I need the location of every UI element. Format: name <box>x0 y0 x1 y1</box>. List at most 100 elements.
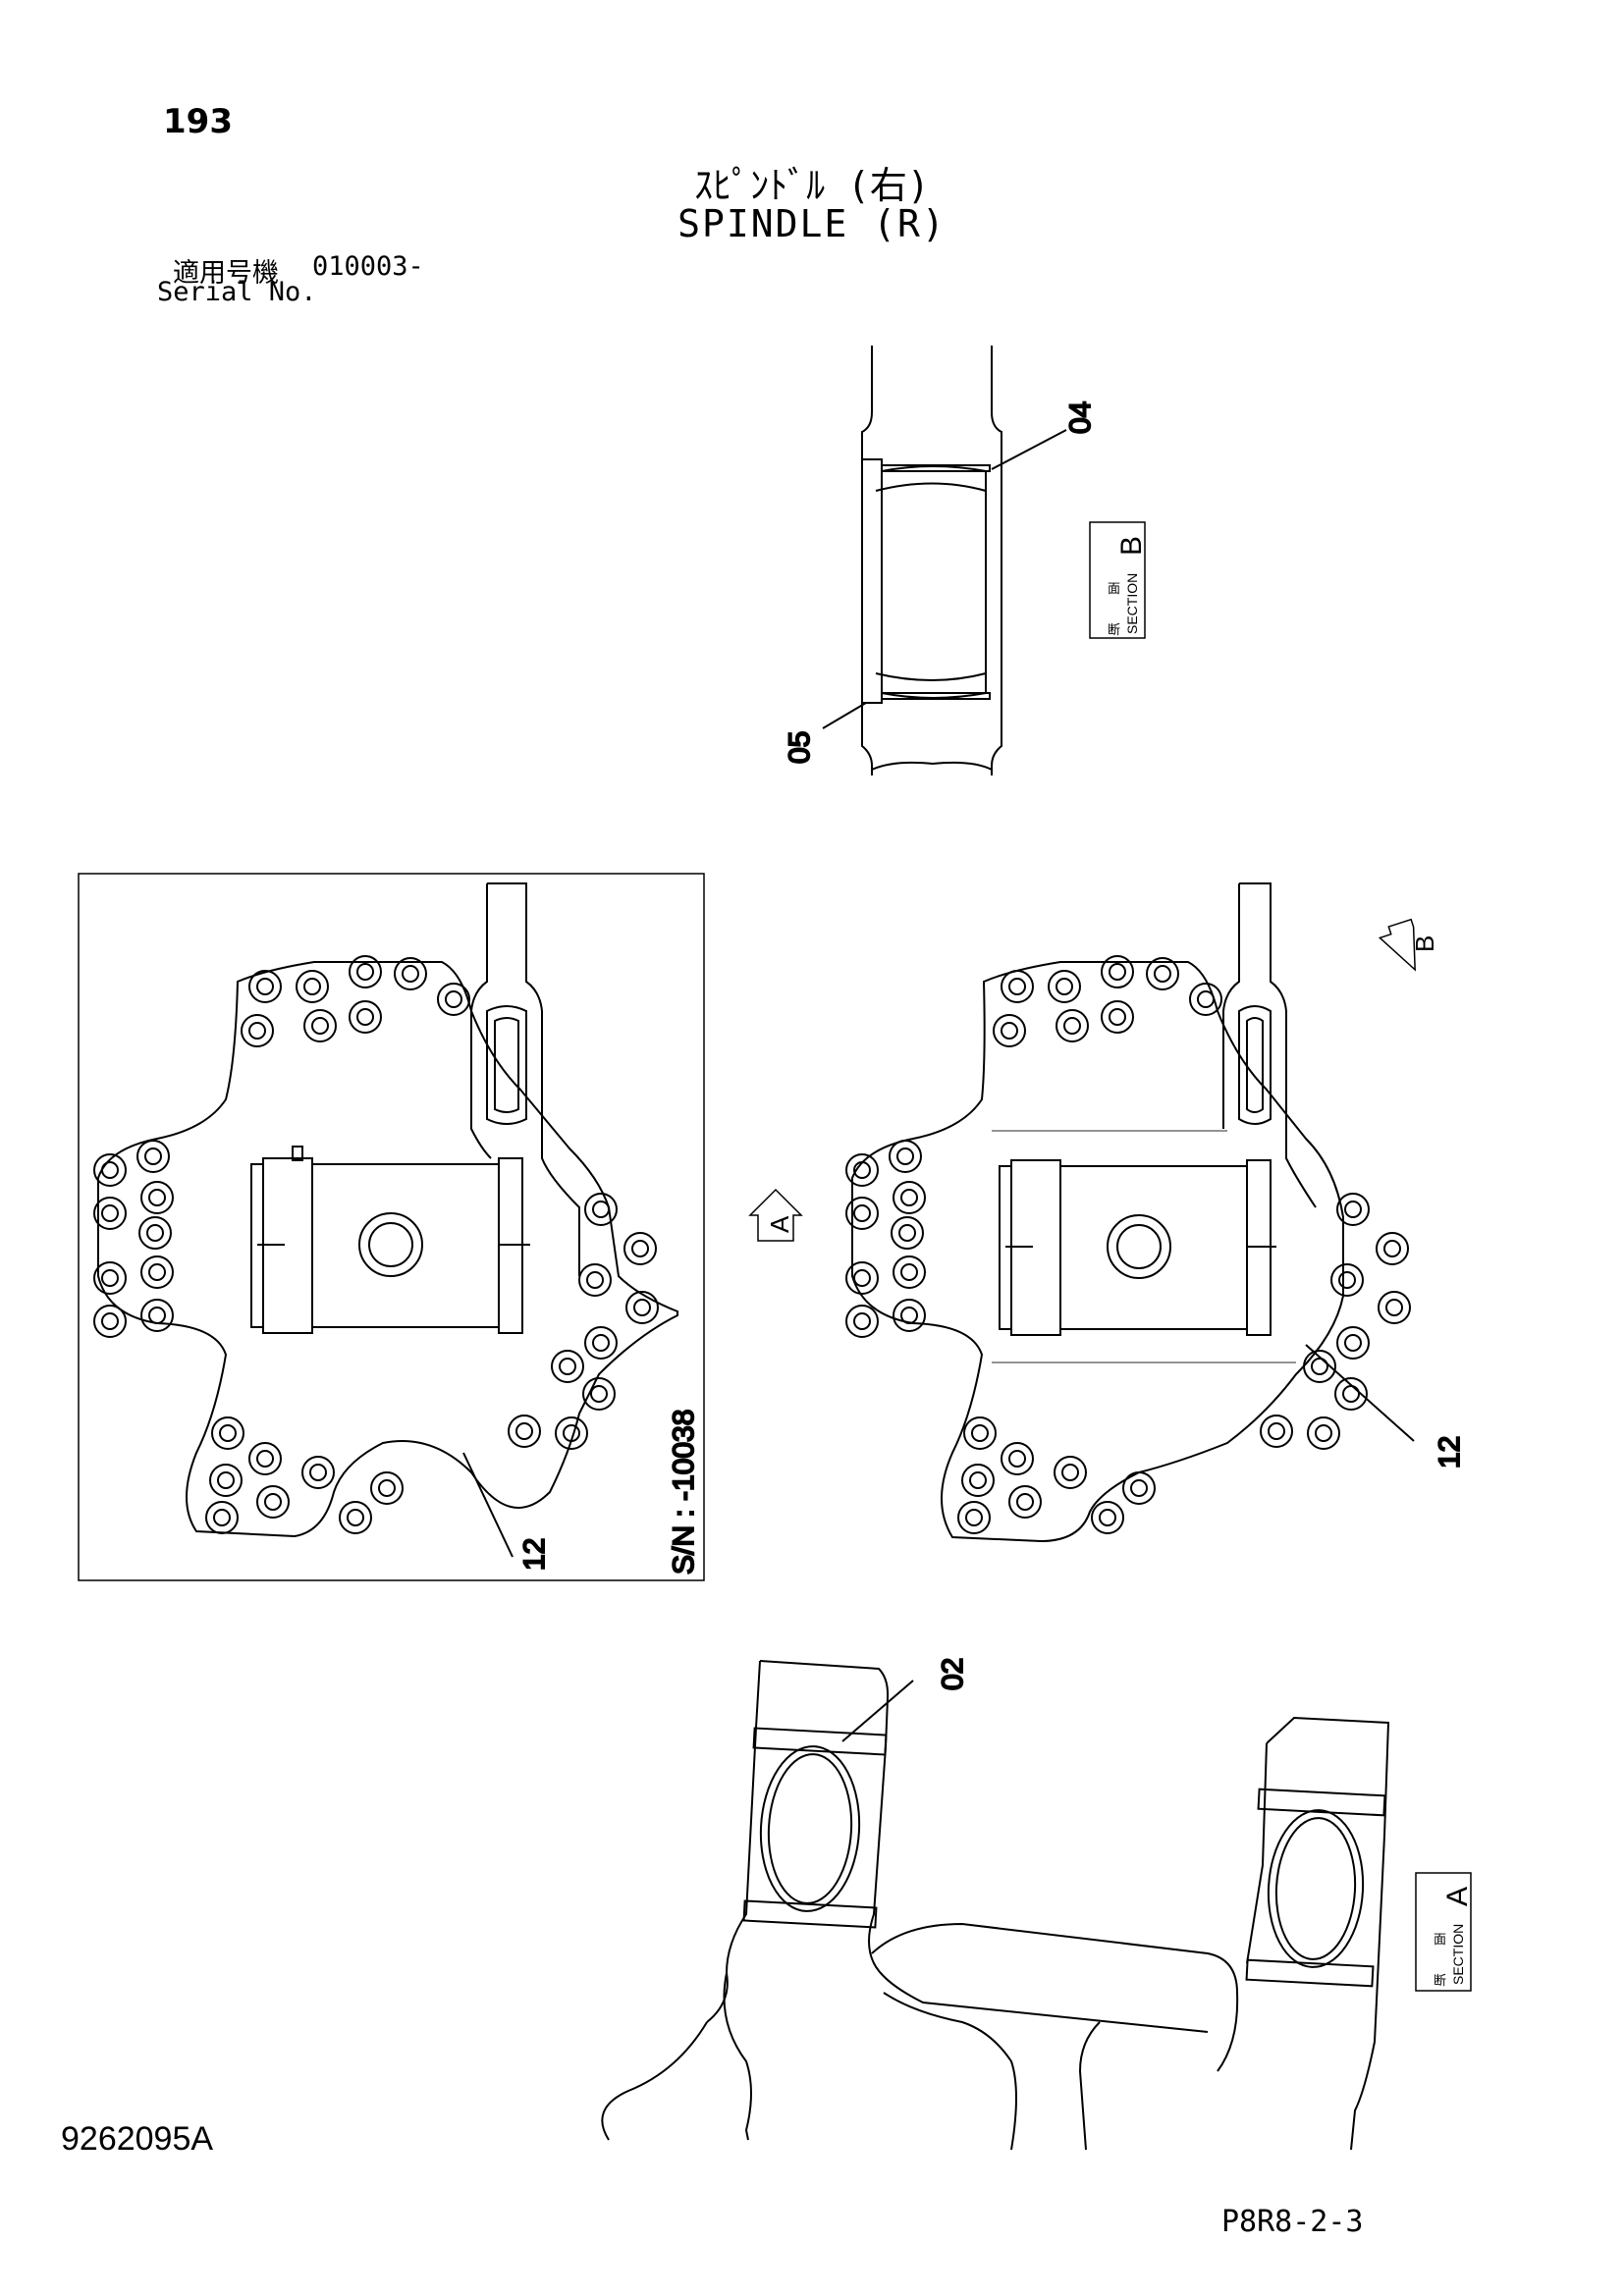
bolt-hole-inner <box>965 1509 983 1526</box>
bolt-hole <box>394 957 427 990</box>
bolt-hole-inner <box>248 1022 266 1040</box>
bolt-hole-inner <box>1056 978 1073 995</box>
bolt-hole <box>349 955 382 988</box>
svg-text:B: B <box>1115 536 1148 556</box>
bolt-hole <box>93 1305 127 1338</box>
bolt-hole-inner <box>101 1312 119 1330</box>
bolt-hole <box>1189 983 1222 1016</box>
bolt-hole-inner <box>1383 1240 1401 1257</box>
callout-12-left: 12 <box>518 1538 551 1571</box>
bolt-hole <box>551 1350 584 1383</box>
bolt-hole <box>241 1014 274 1047</box>
title-japanese: ｽﾋﾟﾝﾄﾞﾙ (右) <box>694 164 930 207</box>
inset-serial-note: S/N : -10038 <box>668 1410 700 1575</box>
bolt-hole-inner <box>148 1263 166 1281</box>
bolt-hole-inner <box>256 978 274 995</box>
bolt-hole-inner <box>445 990 462 1008</box>
bolt-hole <box>1336 1326 1370 1360</box>
bolt-hole <box>339 1501 372 1534</box>
bolt-hole-inner <box>213 1509 231 1526</box>
bolt-hole <box>1334 1377 1368 1411</box>
bolt-hole <box>623 1232 657 1265</box>
bolt-hole-inner <box>900 1307 918 1324</box>
svg-text:A: A <box>765 1215 794 1233</box>
bolt-hole <box>845 1153 879 1187</box>
bolt-hole-inner <box>1008 978 1026 995</box>
view-arrow-a: A <box>748 1188 803 1242</box>
bolt-hole <box>578 1263 612 1297</box>
bolt-hole-inner <box>1109 963 1126 981</box>
bolt-hole-inner <box>1109 1008 1126 1026</box>
bolt-hole-inner <box>559 1358 576 1375</box>
bolt-hole <box>893 1255 926 1289</box>
bolt-hole <box>248 970 282 1003</box>
bolt-hole <box>209 1464 243 1497</box>
bolt-hole <box>957 1501 991 1534</box>
bolt-hole-inner <box>347 1509 364 1526</box>
svg-text:B: B <box>1410 935 1439 952</box>
bolt-hole-inner <box>1001 1022 1018 1040</box>
bolt-hole <box>1001 970 1034 1003</box>
bolt-hole-inner <box>303 978 321 995</box>
bolt-hole-inner <box>1099 1509 1116 1526</box>
bolt-hole-inner <box>1197 990 1215 1008</box>
bolt-hole <box>1303 1350 1336 1383</box>
inset-frame <box>78 873 705 1581</box>
callout-04: 04 <box>1064 401 1097 434</box>
bolt-hole-inner <box>144 1148 162 1165</box>
bolt-hole <box>963 1416 997 1450</box>
bolt-hole-inner <box>1008 1450 1026 1468</box>
bolt-hole-inner <box>853 1204 871 1222</box>
bolt-hole <box>555 1416 588 1450</box>
bolt-hole-inner <box>356 1008 374 1026</box>
bolt-hole <box>889 1140 922 1173</box>
svg-text:面: 面 <box>1434 1932 1446 1947</box>
bolt-holes <box>93 955 1411 1534</box>
bolt-hole-inner <box>146 1224 164 1242</box>
callout-02: 02 <box>937 1658 969 1690</box>
bolt-hole-inner <box>1344 1334 1362 1352</box>
bolt-hole <box>256 1485 290 1519</box>
bolt-hole-inner <box>900 1263 918 1281</box>
serial-label-japanese: 適用号機 <box>173 258 279 289</box>
bolt-hole <box>1001 1442 1034 1475</box>
bolt-hole <box>993 1014 1026 1047</box>
bolt-hole-inner <box>1016 1493 1034 1511</box>
bolt-hole-inner <box>148 1307 166 1324</box>
bolt-hole <box>1260 1415 1293 1448</box>
title-english: SPINDLE (R) <box>677 202 947 245</box>
drawing-code: 9262095A <box>61 2120 214 2158</box>
bolt-hole-inner <box>563 1424 580 1442</box>
svg-text:断: 断 <box>1108 622 1120 637</box>
bolt-hole <box>584 1326 618 1360</box>
bolt-hole-inner <box>592 1201 610 1218</box>
serial-label-english: Serial No. <box>157 277 317 307</box>
bolt-hole <box>93 1261 127 1295</box>
bolt-hole-inner <box>219 1424 237 1442</box>
bolt-hole <box>1056 1009 1089 1042</box>
bolt-hole <box>140 1255 174 1289</box>
bolt-hole-inner <box>896 1148 914 1165</box>
bolt-hole <box>248 1442 282 1475</box>
bolt-hole <box>1146 957 1179 990</box>
bolt-hole-inner <box>853 1161 871 1179</box>
bolt-hole-inner <box>971 1424 989 1442</box>
bolt-hole <box>93 1197 127 1230</box>
bolt-hole <box>1101 1000 1134 1034</box>
view-arrow-b: B <box>1378 918 1439 972</box>
bolt-hole <box>845 1197 879 1230</box>
bolt-hole <box>1048 970 1081 1003</box>
bolt-hole-inner <box>898 1224 916 1242</box>
bolt-hole-inner <box>148 1189 166 1206</box>
bolt-hole <box>140 1181 174 1214</box>
bolt-hole-inner <box>590 1385 608 1403</box>
bolt-hole <box>625 1291 659 1324</box>
bolt-hole-inner <box>853 1269 871 1287</box>
bolt-hole-inner <box>1154 965 1171 983</box>
callout-12-right: 12 <box>1434 1436 1466 1468</box>
bolt-hole <box>303 1009 337 1042</box>
bolt-hole-inner <box>378 1479 396 1497</box>
bolt-hole-inner <box>515 1422 533 1440</box>
bolt-hole <box>845 1305 879 1338</box>
bolt-hole <box>1122 1471 1156 1505</box>
